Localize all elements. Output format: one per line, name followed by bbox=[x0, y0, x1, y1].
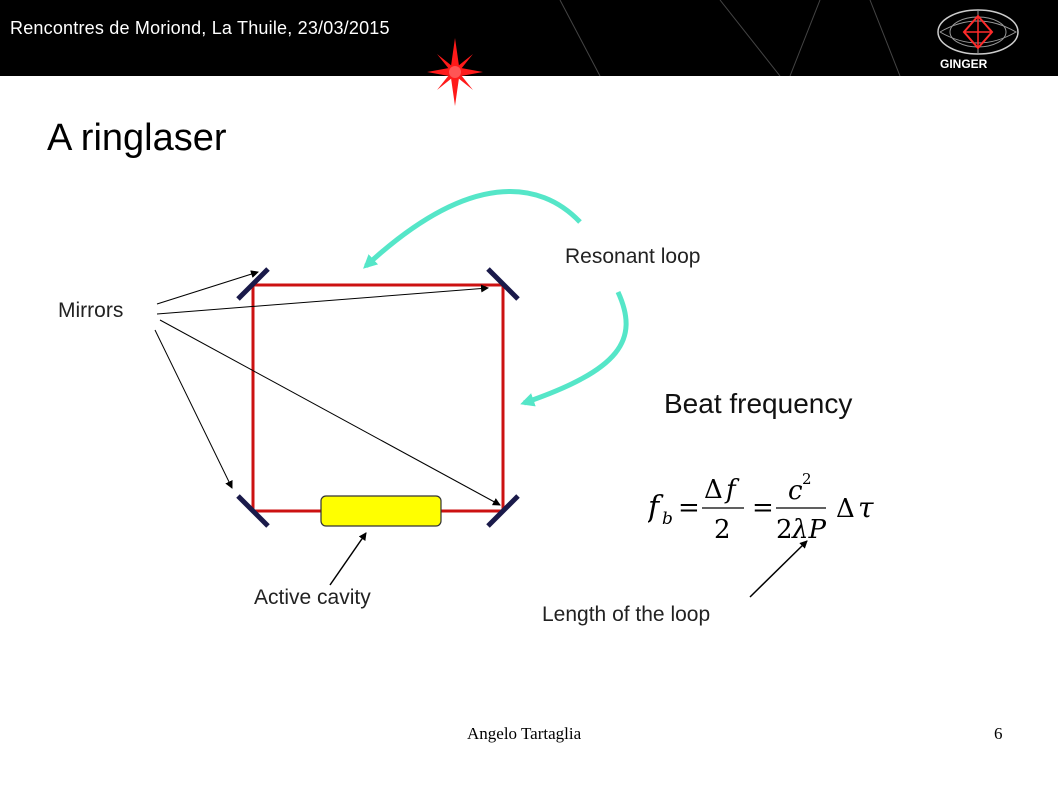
event-header: Rencontres de Moriond, La Thuile, 23/03/… bbox=[10, 18, 390, 38]
mirrors-label: Mirrors bbox=[58, 299, 124, 322]
footer-author: Angelo Tartaglia bbox=[467, 724, 582, 743]
slide-title: A ringlaser bbox=[47, 117, 227, 159]
mirror-bottom-left bbox=[236, 494, 270, 528]
loop-length-arrow bbox=[749, 540, 808, 598]
beat-frequency-label: Beat frequency bbox=[664, 388, 853, 419]
flow-arrow-top bbox=[363, 189, 582, 269]
svg-text:2: 2 bbox=[776, 515, 793, 545]
svg-text:b: b bbox=[662, 509, 673, 529]
mirror-bottom-right bbox=[486, 494, 520, 528]
mirror-top-right bbox=[486, 267, 520, 301]
mirror-top-left bbox=[236, 267, 270, 301]
svg-text:Δ: Δ bbox=[704, 475, 723, 505]
ring-loop bbox=[251, 283, 505, 513]
mirror-pointer-arrows bbox=[154, 270, 501, 506]
ginger-logo-icon bbox=[937, 9, 1019, 55]
svg-text:2: 2 bbox=[714, 515, 731, 545]
svg-text:λP: λP bbox=[791, 515, 826, 545]
svg-text:2: 2 bbox=[802, 470, 812, 488]
svg-text:=: = bbox=[678, 493, 700, 523]
svg-text:Δ: Δ bbox=[836, 494, 855, 524]
logo-text: GINGER bbox=[940, 57, 988, 71]
flow-arrow-right bbox=[520, 290, 629, 407]
active-cavity-arrow bbox=[329, 532, 367, 586]
page-number: 6 bbox=[994, 724, 1003, 743]
svg-text:=: = bbox=[752, 493, 774, 523]
active-cavity-label: Active cavity bbox=[254, 586, 371, 609]
starburst-icon bbox=[427, 38, 483, 106]
beat-frequency-formula: f b = Δ f 2 = c 2 2 λP Δ τ bbox=[648, 470, 874, 545]
loop-length-label: Length of the loop bbox=[542, 603, 711, 626]
header-bar: Rencontres de Moriond, La Thuile, 23/03/… bbox=[0, 0, 1058, 76]
svg-text:f: f bbox=[724, 475, 740, 505]
resonant-loop-label: Resonant loop bbox=[565, 245, 701, 268]
svg-text:τ: τ bbox=[858, 491, 874, 524]
active-cavity-box bbox=[320, 495, 442, 527]
svg-text:c: c bbox=[788, 476, 803, 506]
header-decoration bbox=[559, 0, 1019, 76]
